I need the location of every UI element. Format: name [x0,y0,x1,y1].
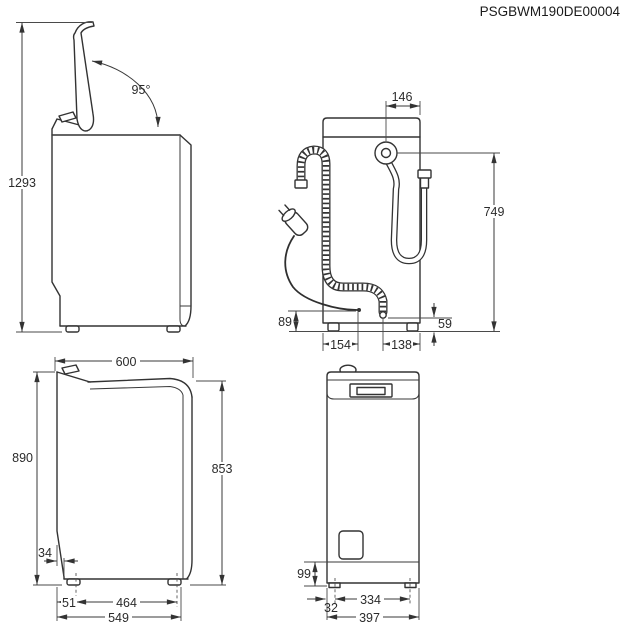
extension-line [190,380,226,586]
dim-label-base-depth: 549 [108,611,129,625]
view-side-lid-open: 95° 1293 [5,21,192,333]
dim-label-feet-spacing: 334 [360,593,381,607]
dim-label-height: 890 [12,451,33,465]
label-mask [112,355,140,367]
inlet-hose [382,153,432,265]
foot [65,325,80,333]
foot [328,582,341,589]
extension-line [56,587,182,621]
hose-inlet-port-center [380,147,392,159]
foot [406,322,419,332]
label-mask [356,611,383,623]
extension-line [322,312,421,351]
rear-panel-seam [179,136,191,327]
lid-open [72,21,95,132]
cord-line [284,235,358,311]
document-code: PSGBWM190DE00004 [480,4,621,19]
label-mask [105,611,132,623]
view-back: 146 749 89 59 154 138 [278,90,509,352]
handle-grip [356,386,386,396]
machine-rear-edge [186,396,193,580]
dim-label-cord-offset: 154 [330,338,351,352]
lid-bottom-seam [89,385,184,396]
machine-rear-edge [179,134,192,327]
dim-label-plinth-height: 99 [297,567,311,581]
view-front: 99 32 334 397 [297,364,420,625]
control-band-bottom [326,393,420,400]
label-mask [329,338,352,350]
label-mask [113,596,140,608]
label-mask [5,176,39,189]
extension-line [56,545,65,575]
inlet-hose-fill [384,155,426,264]
foot [167,578,182,586]
drain-hose-end-fitting [294,179,308,189]
label-mask [61,596,77,608]
dim-label-lid-angle: 95° [132,83,151,97]
drain-hose-ribs [297,146,387,312]
lid-top-edge [87,377,193,398]
dim-label-hose-offset: 146 [392,90,413,104]
dim-label-depth: 600 [116,355,137,369]
plug-prongs [278,204,291,217]
label-mask [208,462,236,475]
label-mask [390,338,413,350]
lid-front-slope [56,371,91,383]
machine-front-edge [56,371,65,580]
foot [166,325,181,333]
inlet-hose-connector-cap [417,169,432,179]
dim-label-hose-height: 749 [484,205,505,219]
foot [327,322,340,332]
dim-label-width: 397 [359,611,380,625]
dim-label-body-height: 853 [212,462,233,476]
machine-front-edge [51,134,61,327]
filter-door [338,530,364,560]
label-mask [357,593,384,605]
power-plug-icon [278,204,309,237]
dim-label-foot-offset: 32 [324,601,338,615]
dim-label-feet-spacing: 464 [116,596,137,610]
dim-label-front-foot-offset: 51 [62,596,76,610]
machine-front-outline [326,371,420,584]
lid-angle-arc [91,60,161,128]
dim-label-cord-height: 89 [278,315,292,329]
lid-latch-bump [58,111,77,123]
dim-label-height-total: 1293 [8,176,36,190]
dim-label-drain-height: 59 [438,317,452,331]
extension-line [385,101,421,141]
drain-hose [294,145,388,319]
foot [66,578,81,586]
dim-label-drain-offset: 138 [391,338,412,352]
power-cord [278,204,361,312]
drain-hose-outlet-end [379,311,387,319]
extension-line [326,588,420,620]
cord-end-dot [357,308,361,312]
dim-label-front-clearance: 34 [38,546,52,560]
lid-latch-bump [61,364,80,375]
view-side-closed: 600 890 853 34 51 464 549 [12,355,236,625]
plug-face [281,208,296,222]
foot [404,582,417,589]
label-mask [479,205,509,218]
